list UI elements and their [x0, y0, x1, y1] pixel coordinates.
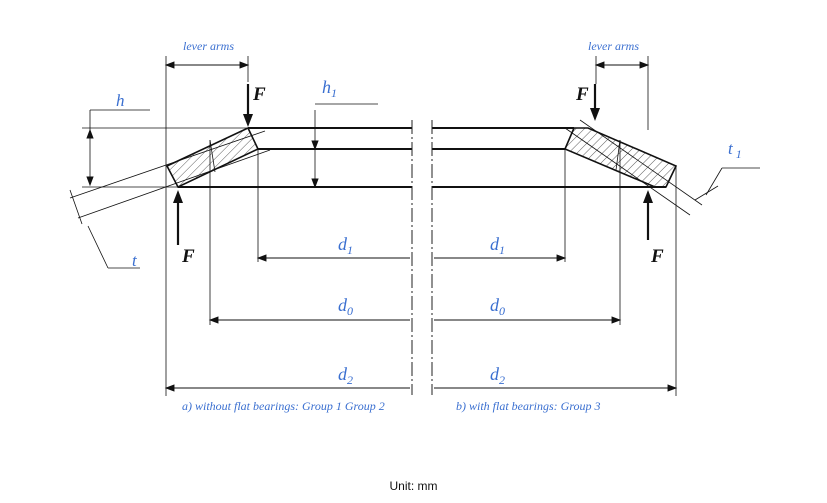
force-label-left-top: F [252, 84, 266, 105]
force-label-left-bottom: F [181, 246, 195, 267]
force-arrow-left-bottom [173, 190, 183, 245]
h1-label: h1 [322, 77, 337, 100]
force-arrow-right-top [590, 84, 600, 121]
force-arrow-right-bottom [643, 190, 653, 240]
caption-with-flat-bearings: b) with flat bearings: Group 3 [456, 399, 601, 413]
dimension-lines [86, 61, 678, 392]
lever-arms-left-label: lever arms [183, 39, 234, 53]
d2-label-left: d2 [338, 364, 353, 387]
t-label: t [132, 251, 138, 270]
d1-label-left: d1 [338, 234, 353, 257]
lever-arms-right-label: lever arms [588, 39, 639, 53]
right-spring-profile [432, 127, 678, 188]
caption-without-flat-bearings: a) without flat bearings: Group 1 Group … [182, 399, 385, 413]
d0-label-right: d0 [490, 295, 505, 318]
force-arrow-left-top [243, 84, 253, 127]
force-label-right-top: F [575, 84, 589, 105]
unit-value: mm [417, 479, 438, 493]
center-axis [411, 120, 433, 395]
left-spring-profile [165, 126, 412, 189]
unit-label: Unit: [389, 479, 415, 493]
d0-label-left: d0 [338, 295, 353, 318]
d1-label-right: d1 [490, 234, 505, 257]
force-label-right-bottom: F [650, 246, 664, 267]
right-section-hatch-fill [563, 127, 678, 188]
unit-note: Unit: mm [0, 479, 827, 493]
d2-label-right: d2 [490, 364, 505, 387]
construction-lines [69, 56, 760, 396]
h-label: h [116, 91, 125, 110]
force-arrows [173, 84, 653, 245]
